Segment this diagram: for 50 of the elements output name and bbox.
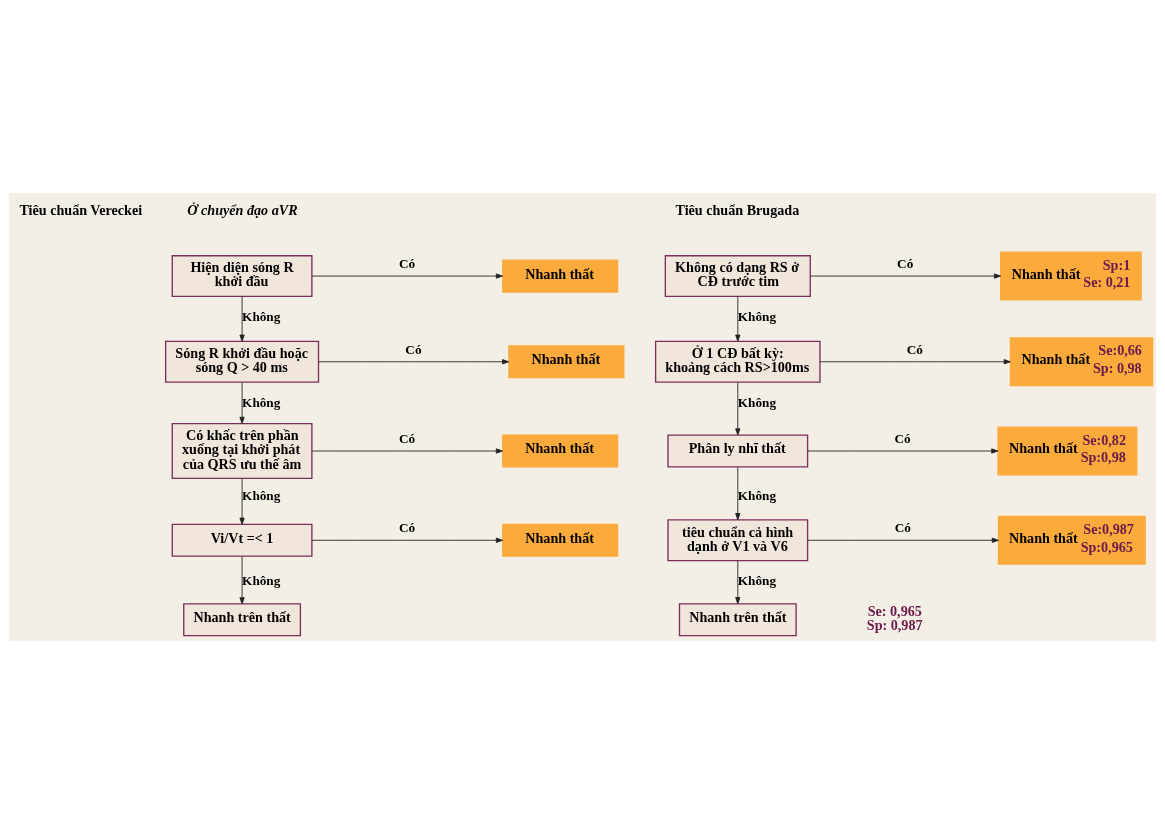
node-box: Nhanh thất [502,523,619,557]
node-box: Hiện diện sóng R khởi đầu [171,255,313,298]
node-label: Se: 0,965 [867,603,922,620]
edge-label: Không [737,487,777,503]
edge-label: Có [894,520,911,536]
arrow [810,273,1002,279]
node-box: Phân ly nhĩ thất [667,434,809,468]
node-box: Có khấc trên phần xuống tại khởi phát của QRS ưu thế âm [171,422,313,480]
node-box: Nhanh trên thất [678,603,797,637]
edge-label: Có [398,520,416,536]
edge-label: Không [737,573,777,589]
label: Ở chuyển đạo aVR [187,201,298,218]
arrow [807,537,999,543]
label: Tiêu chuẩn Brugada [675,201,800,218]
node-box: Vi/Vt =< 1 [171,523,313,557]
arrow [311,273,503,279]
label: Tiêu chuẩn Vereckei [19,201,143,218]
node-box: Nhanh thất [502,259,619,293]
edge-label: Có [906,341,923,357]
node-box: Không có dạng RS ở CĐ trước tim [664,255,811,298]
edge-label: Có [398,256,416,272]
arrow [311,537,503,543]
edge-label: Có [398,431,416,447]
edge-label: Có [405,341,422,357]
edge-label: Không [242,309,281,325]
arrow [239,478,245,525]
arrow [239,382,245,424]
arrow [239,556,245,605]
arrow [311,448,503,454]
edge-label: Có [894,431,911,447]
node-box: Sóng R khởi đầu hoặc sóng Q > 40 ms [165,340,320,383]
node-box: tiêu chuẩn cả hình dạnh ở V1 và V6 [667,519,809,562]
edge-label: Không [737,394,777,410]
edge-label: Không [242,573,281,589]
arrow [819,359,1011,365]
arrow [239,295,245,342]
arrow [318,359,510,365]
arrow [735,560,741,605]
node-box: Ở 1 CĐ bất kỳ: khoảng cách RS>100ms [654,340,821,383]
arrow [735,295,741,342]
edge-label: Không [737,309,777,325]
node-box: Nhanh thất [502,434,619,468]
edge-label: Có [897,256,914,272]
arrow [735,466,741,521]
node-box: Nhanh trên thất [183,603,302,637]
edge-label: Không [242,487,281,503]
node-box: Nhanh thất [508,345,625,379]
arrow [735,382,741,436]
edge-label: Không [242,394,281,410]
arrow [807,448,999,454]
